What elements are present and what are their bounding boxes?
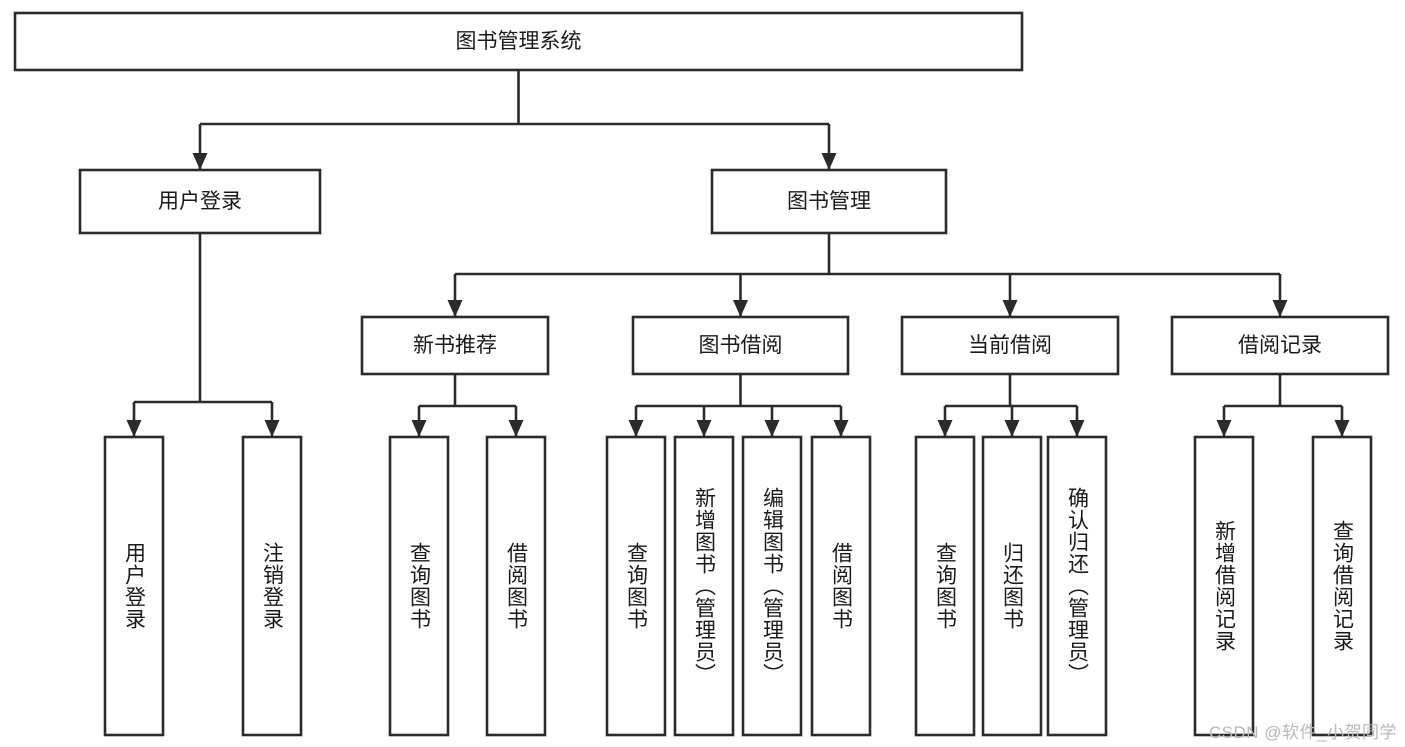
level1-node-1[interactable] xyxy=(710,168,948,235)
level2-node-3[interactable] xyxy=(1170,315,1390,376)
arrow-head-icon xyxy=(126,420,142,437)
csdn-watermark: CSDN @软件_小贺同学 xyxy=(1208,723,1397,742)
node-label: 图书管理 xyxy=(787,190,871,213)
node-label: 图书借阅 xyxy=(699,334,783,357)
arrow-head-icon xyxy=(628,420,644,437)
leaf-node-0[interactable] xyxy=(103,435,165,737)
arrow-head-icon xyxy=(833,420,849,437)
leaf-node-1[interactable] xyxy=(241,435,303,737)
leaf-node-11[interactable] xyxy=(1193,435,1255,737)
leaf-node-6[interactable] xyxy=(741,435,803,737)
arrow-head-icon xyxy=(1002,300,1018,317)
node-label: 图书管理系统 xyxy=(456,30,582,53)
arrow-head-icon xyxy=(1216,420,1232,437)
arrow-head-icon xyxy=(733,300,748,317)
connectors-layer xyxy=(126,70,1350,437)
arrow-head-icon xyxy=(821,153,837,170)
level2-node-2[interactable] xyxy=(900,315,1120,376)
level2-node-0[interactable] xyxy=(360,315,550,376)
level2-node-1[interactable] xyxy=(631,315,850,376)
arrow-head-icon xyxy=(1334,420,1350,437)
boxes-layer xyxy=(13,11,1390,737)
root-node-book-management-system[interactable] xyxy=(13,11,1024,72)
arrow-head-icon xyxy=(508,420,524,437)
leaf-node-4[interactable] xyxy=(605,435,667,737)
node-label: 借阅记录 xyxy=(1238,334,1322,357)
arrow-head-icon xyxy=(411,420,427,437)
leaf-node-2[interactable] xyxy=(388,435,450,737)
arrow-head-icon xyxy=(1069,420,1085,437)
node-label: 当前借阅 xyxy=(968,334,1052,357)
leaf-node-10[interactable] xyxy=(1046,435,1108,737)
leaf-node-8[interactable] xyxy=(914,435,976,737)
arrow-head-icon xyxy=(264,420,280,437)
arrow-head-icon xyxy=(764,420,780,437)
arrow-head-icon xyxy=(1004,420,1020,437)
leaf-node-9[interactable] xyxy=(981,435,1043,737)
level1-node-0[interactable] xyxy=(78,168,322,235)
arrow-head-icon xyxy=(447,300,463,317)
leaf-node-5[interactable] xyxy=(673,435,735,737)
arrow-head-icon xyxy=(696,420,712,437)
arrow-head-icon xyxy=(1272,300,1288,317)
node-label: 新书推荐 xyxy=(413,334,497,357)
arrow-head-icon xyxy=(192,153,208,170)
leaf-node-12[interactable] xyxy=(1311,435,1373,737)
leaf-node-7[interactable] xyxy=(810,435,872,737)
arrow-head-icon xyxy=(937,420,953,437)
leaf-node-3[interactable] xyxy=(485,435,547,737)
node-label: 用户登录 xyxy=(158,190,242,213)
